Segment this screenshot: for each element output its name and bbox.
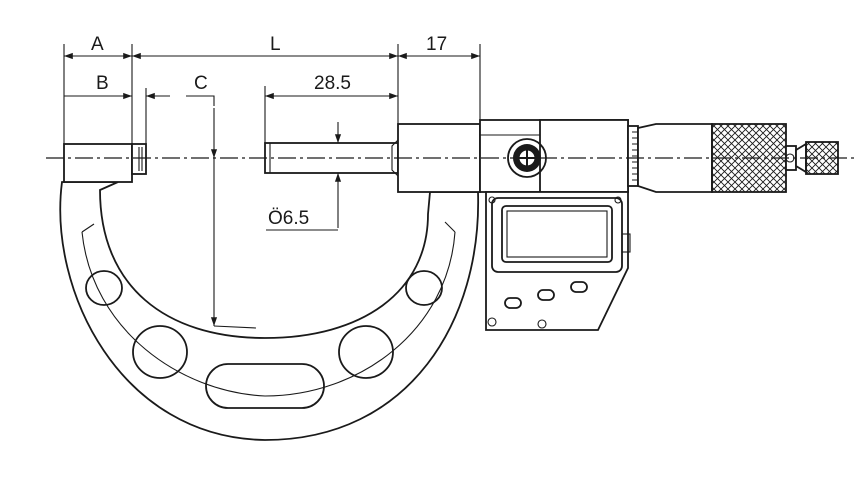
frame-hole — [405, 270, 443, 306]
display-housing — [485, 191, 631, 331]
frame-hole — [85, 270, 123, 306]
dim-label-b: B — [96, 73, 109, 94]
screw-icon — [537, 319, 547, 329]
zero-button[interactable] — [504, 297, 522, 309]
mode-button[interactable] — [537, 289, 555, 301]
lcd-screen — [501, 205, 613, 263]
dim-label-a: A — [91, 34, 104, 55]
screw-icon — [614, 196, 622, 204]
dim-label-28-5: 28.5 — [314, 73, 351, 94]
dim-label-diameter: Ö6.5 — [268, 208, 309, 229]
frame-slot — [205, 363, 325, 409]
screw-icon — [488, 196, 496, 204]
anvil — [63, 143, 147, 183]
frame — [59, 181, 479, 441]
hold-button[interactable] — [570, 281, 588, 293]
dim-label-17: 17 — [426, 34, 447, 55]
frame-hole — [132, 325, 188, 379]
dim-label-c: C — [194, 73, 208, 94]
sleeve-body — [391, 119, 629, 193]
dimensions — [63, 44, 481, 329]
dim-label-l: L — [270, 34, 281, 55]
frame-hole — [338, 325, 394, 379]
screw-icon — [487, 317, 497, 327]
